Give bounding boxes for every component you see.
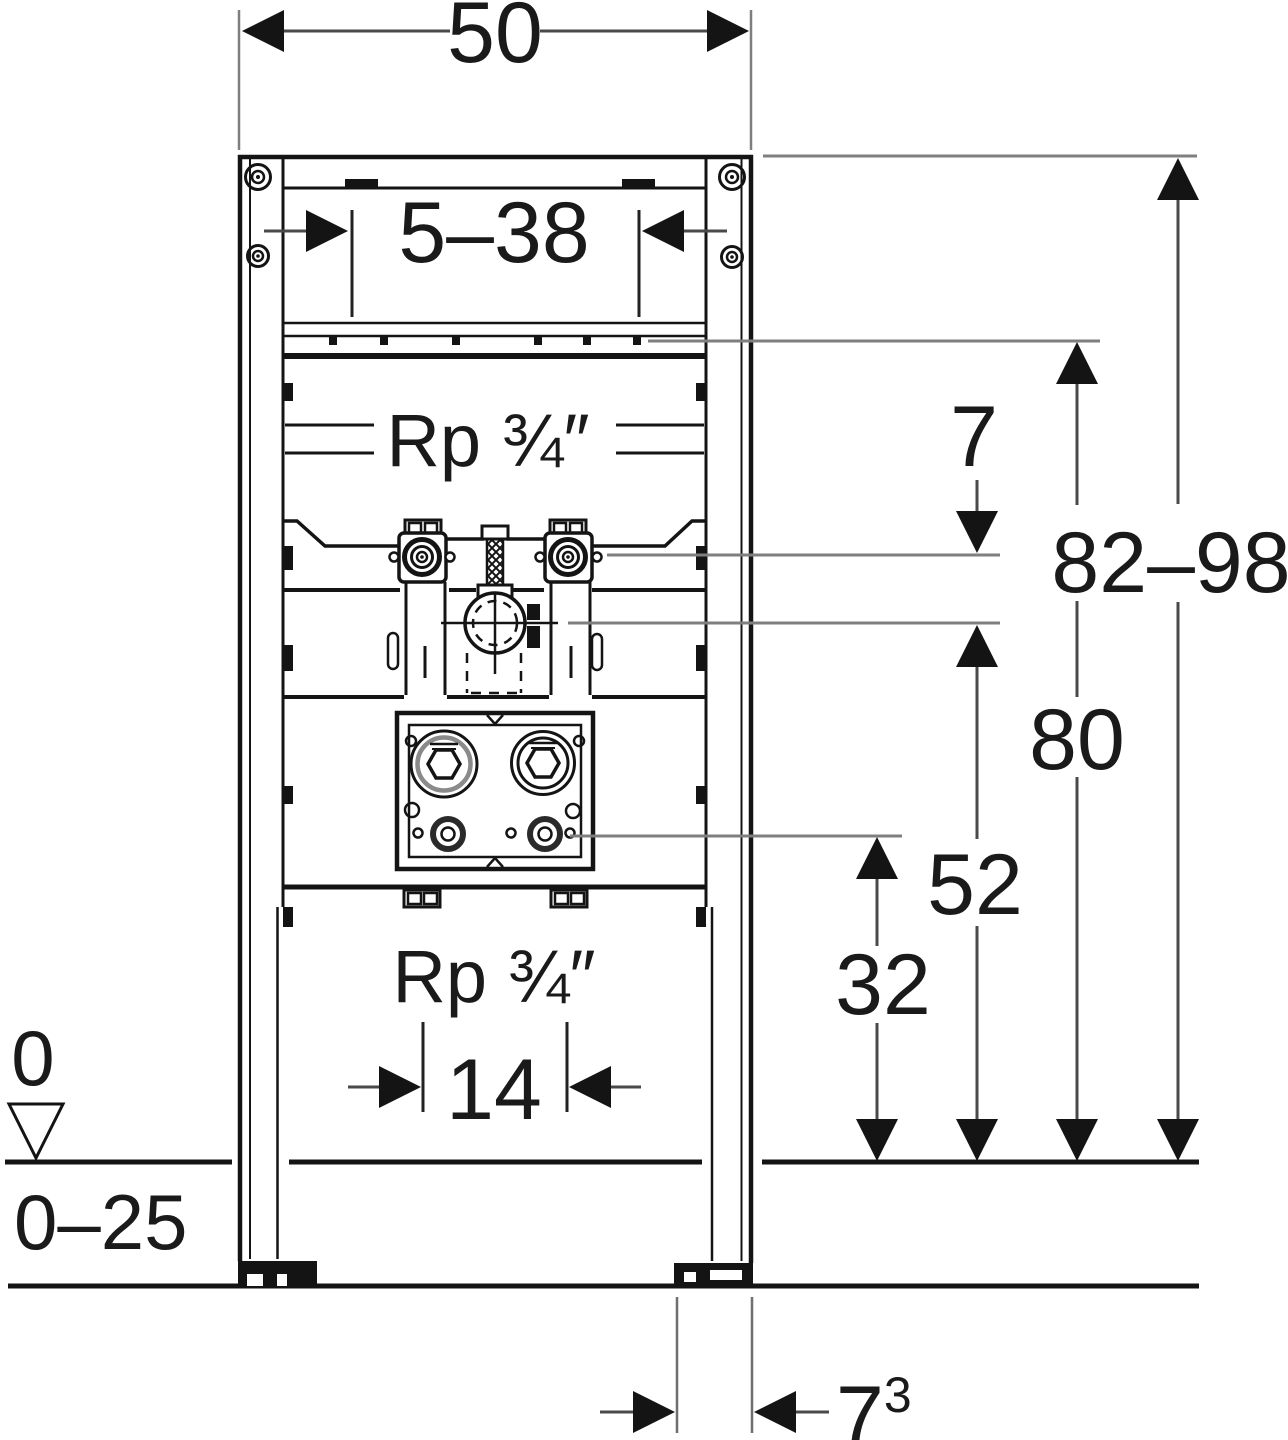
dim-frame-width: 50: [237, 0, 753, 150]
dim-frame-width-label: 50: [447, 0, 543, 81]
water-connection-left: [386, 518, 456, 695]
dim-tap-spacing: 14: [348, 1022, 641, 1138]
dim-tap-spacing-label: 14: [446, 1042, 542, 1138]
dim-lower-connection-height: 32: [835, 837, 931, 1161]
dim-drain-height: 52: [927, 625, 1023, 1161]
upper-crossbar-edges: [285, 423, 704, 455]
dim-height-range: 82–98: [1051, 158, 1288, 1161]
dim-drain-height-label: 52: [927, 837, 1023, 933]
dim-foot-depth-label: 73: [836, 1367, 912, 1440]
leader-lines: [568, 154, 1197, 838]
dim-top-offset: 7: [950, 389, 998, 553]
dim-lower-connection-height-label: 32: [835, 937, 931, 1033]
frame-feet: [238, 1261, 753, 1286]
floor-level-marker: 0 0–25: [6, 1014, 188, 1266]
dim-height-range-label: 82–98: [1051, 515, 1288, 611]
hex-plug-right: [510, 730, 576, 796]
hex-plug-left: [409, 729, 479, 799]
thread-label-lower: Rp ¾″: [392, 935, 595, 1018]
supply-bracket: [283, 519, 706, 592]
dim-rail-height-label: 80: [1029, 692, 1125, 788]
dim-foot-depth: 73: [600, 1297, 912, 1440]
dim-plate-range: 5–38: [264, 185, 727, 317]
water-connection-right: [534, 518, 604, 695]
function-box: [394, 710, 596, 872]
dim-rail-height: 80: [1029, 342, 1125, 1161]
dim-top-offset-label: 7: [950, 389, 998, 485]
threaded-rod: [476, 524, 514, 599]
drain-connection: [441, 591, 558, 695]
rail-holes: [329, 337, 641, 345]
dim-plate-range-label: 5–38: [398, 185, 589, 281]
bottom-crossbar: [283, 884, 706, 909]
rail-notches: [283, 383, 706, 927]
floor-zero-label: 0: [11, 1014, 54, 1102]
bolt-heads: [244, 163, 746, 269]
thread-label-upper: Rp ¾″: [386, 399, 589, 482]
floor-adjust-label: 0–25: [14, 1178, 188, 1266]
lower-connections: [412, 816, 576, 852]
frame-head: [283, 179, 706, 359]
